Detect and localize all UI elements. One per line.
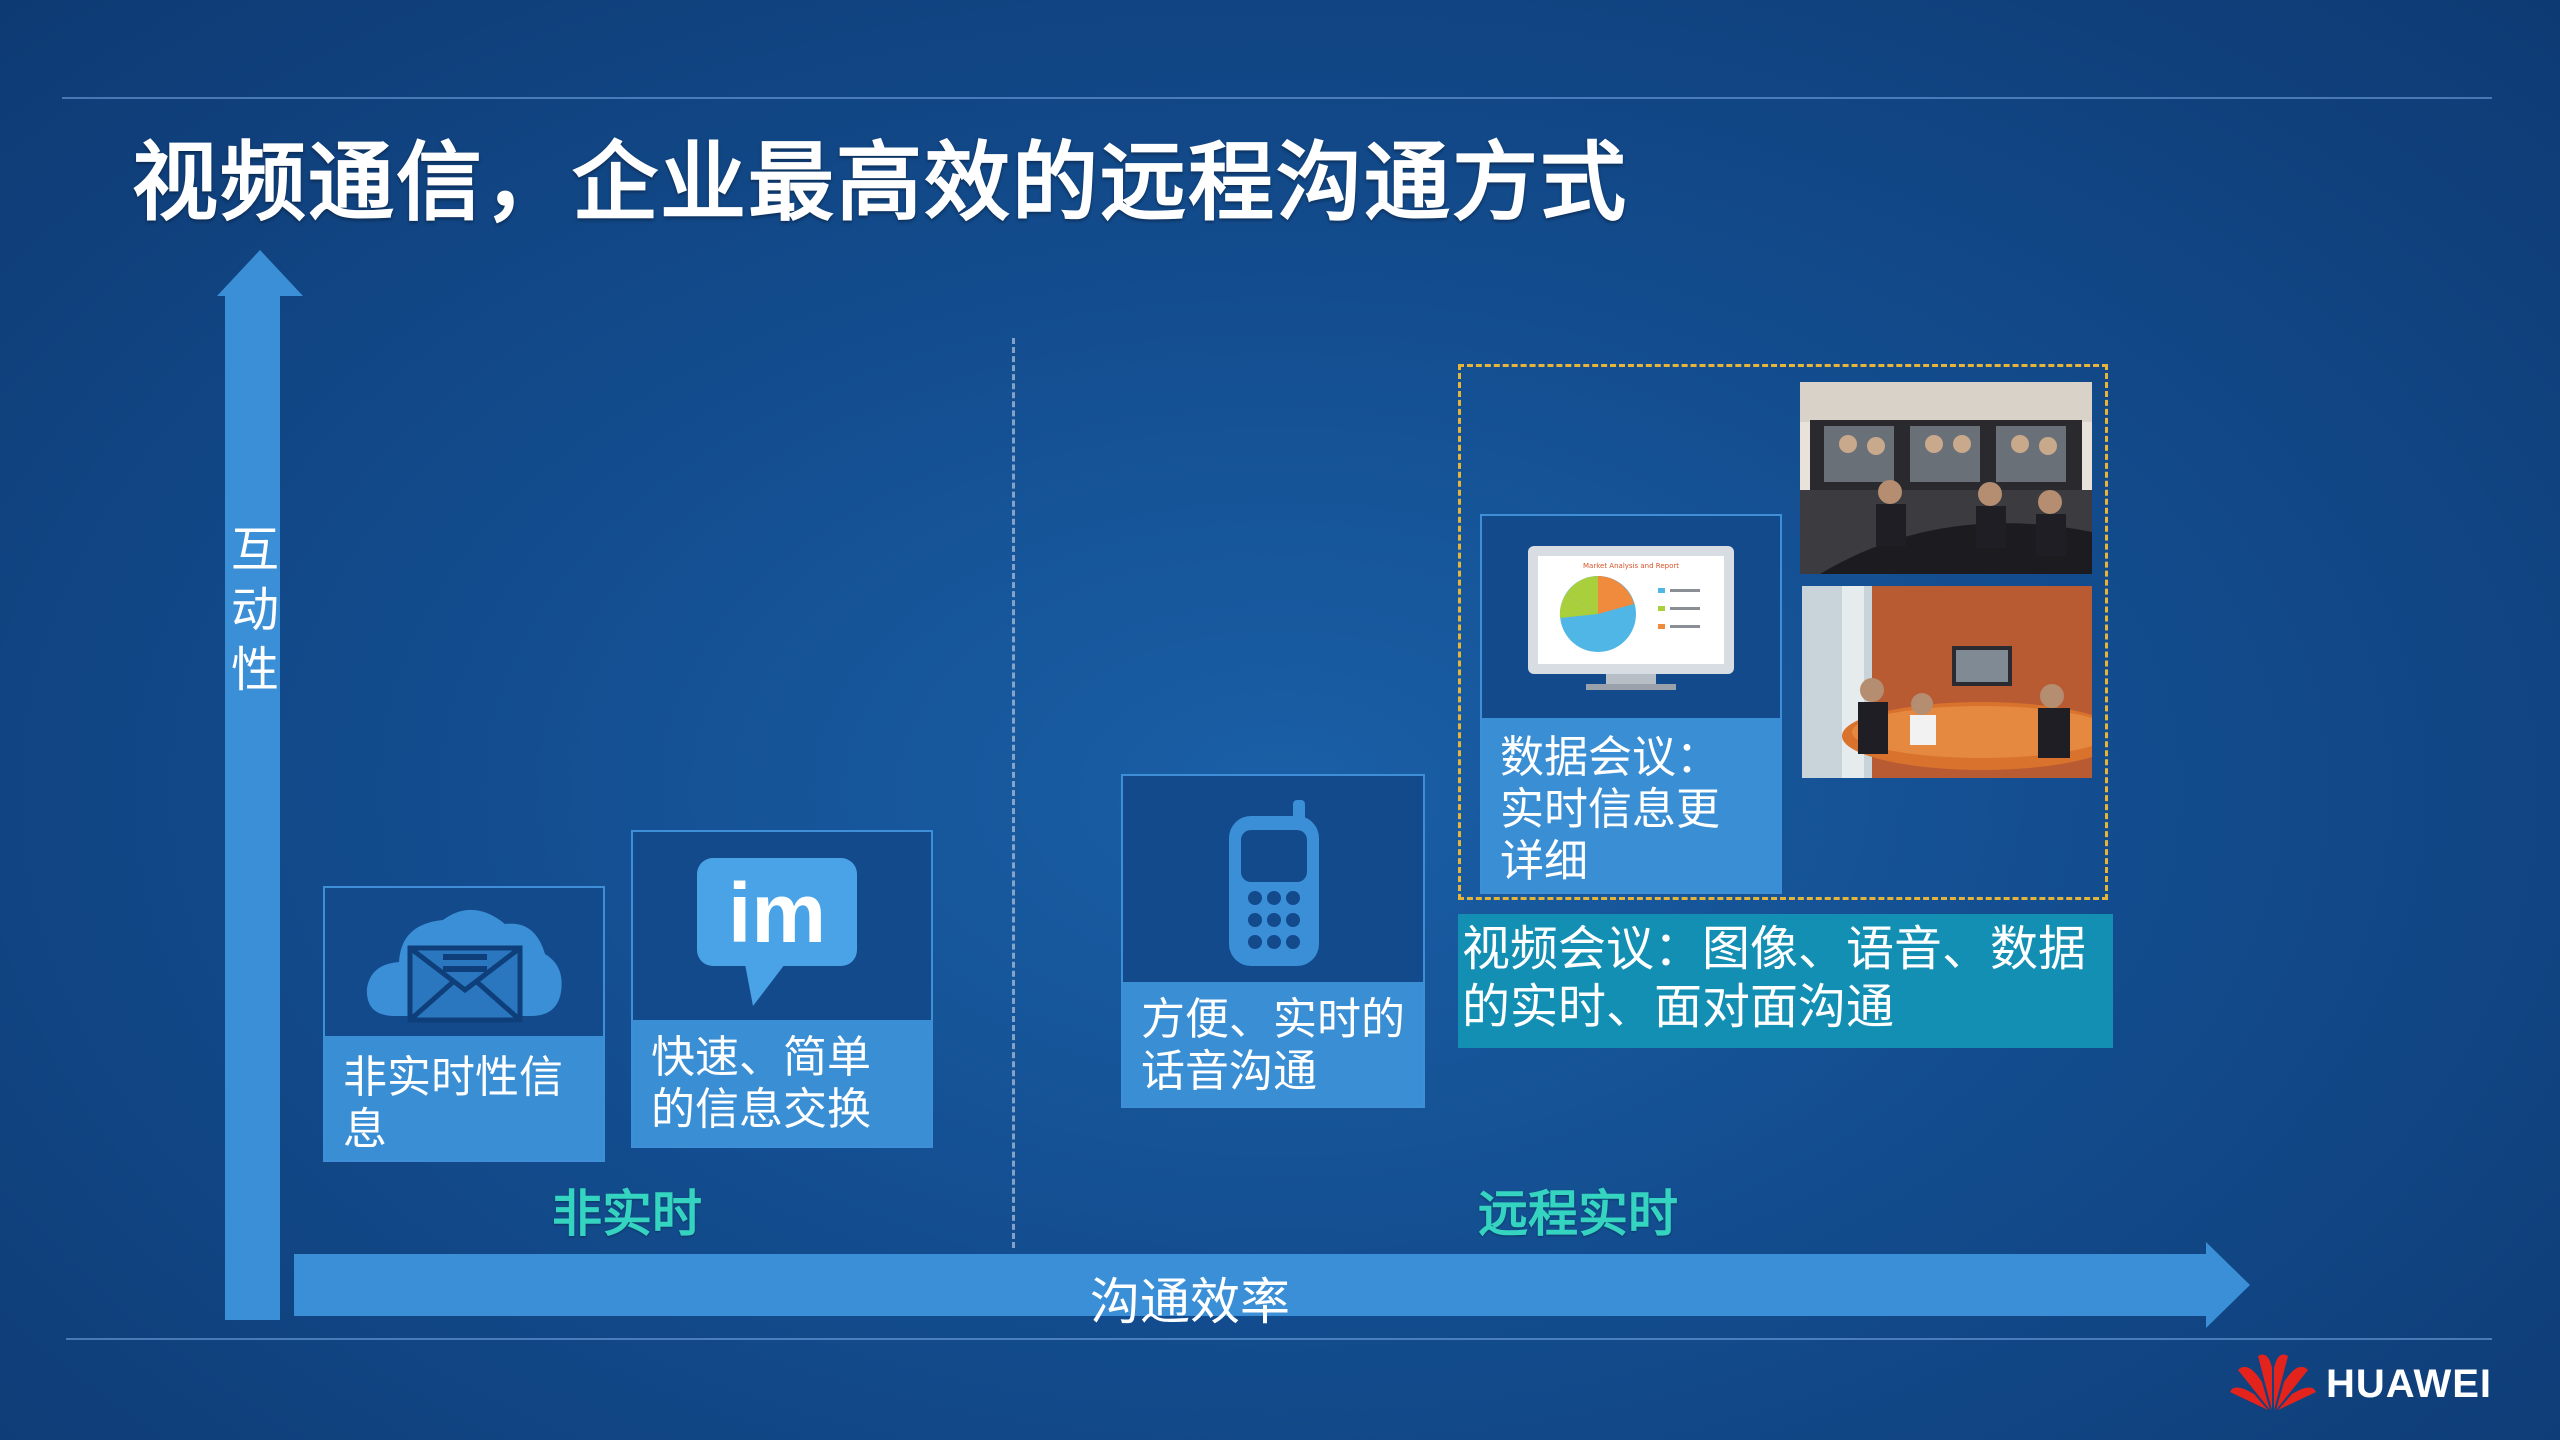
x-axis-arrow xyxy=(294,1242,2250,1328)
chat-bubble-icon xyxy=(697,858,857,1006)
page-title: 视频通信，企业最高效的远程沟通方式 xyxy=(132,133,1628,233)
card-voice-label: 方便、实时的话音沟通 xyxy=(1123,982,1423,1106)
bottom-divider xyxy=(66,1338,2492,1340)
card-im-label: 快速、简单的信息交换 xyxy=(633,1020,931,1146)
meeting-room-photo xyxy=(1802,586,2092,778)
y-axis-arrow xyxy=(217,250,303,1320)
category-non-realtime: 非实时 xyxy=(552,1185,702,1243)
card-email: 非实时性信息 xyxy=(323,886,605,1162)
video-conference-frame xyxy=(1458,364,2108,900)
card-data-label: 数据会议：实时信息更详细 xyxy=(1482,718,1780,892)
video-conference-label: 视频会议：图像、语音、数据的实时、面对面沟通 xyxy=(1458,914,2113,1048)
x-axis-label: 沟通效率 xyxy=(1090,1273,1290,1331)
card-data-conference: Market Analysis and Report 数据会议：实时信息更详细 xyxy=(1480,514,1782,894)
cloud-mail-icon xyxy=(366,909,562,1023)
im-icon-text: im xyxy=(727,866,827,960)
huawei-logo-icon xyxy=(2230,1354,2316,1410)
top-divider xyxy=(62,97,2492,99)
brand-name: HUAWEI xyxy=(2326,1362,2492,1406)
card-voice: 方便、实时的话音沟通 xyxy=(1121,774,1425,1108)
category-remote-realtime: 远程实时 xyxy=(1478,1185,1678,1243)
telepresence-room-photo xyxy=(1800,382,2092,574)
monitor-pie-chart-icon: Market Analysis and Report xyxy=(1528,546,1734,690)
card-email-label: 非实时性信息 xyxy=(325,1036,603,1160)
category-divider xyxy=(1012,338,1015,1248)
y-axis-label: 互动性 xyxy=(230,522,279,698)
mobile-phone-icon xyxy=(1229,800,1319,966)
svg-text:Market Analysis and Report: Market Analysis and Report xyxy=(1583,562,1679,570)
card-im: im 快速、简单的信息交换 xyxy=(631,830,933,1148)
